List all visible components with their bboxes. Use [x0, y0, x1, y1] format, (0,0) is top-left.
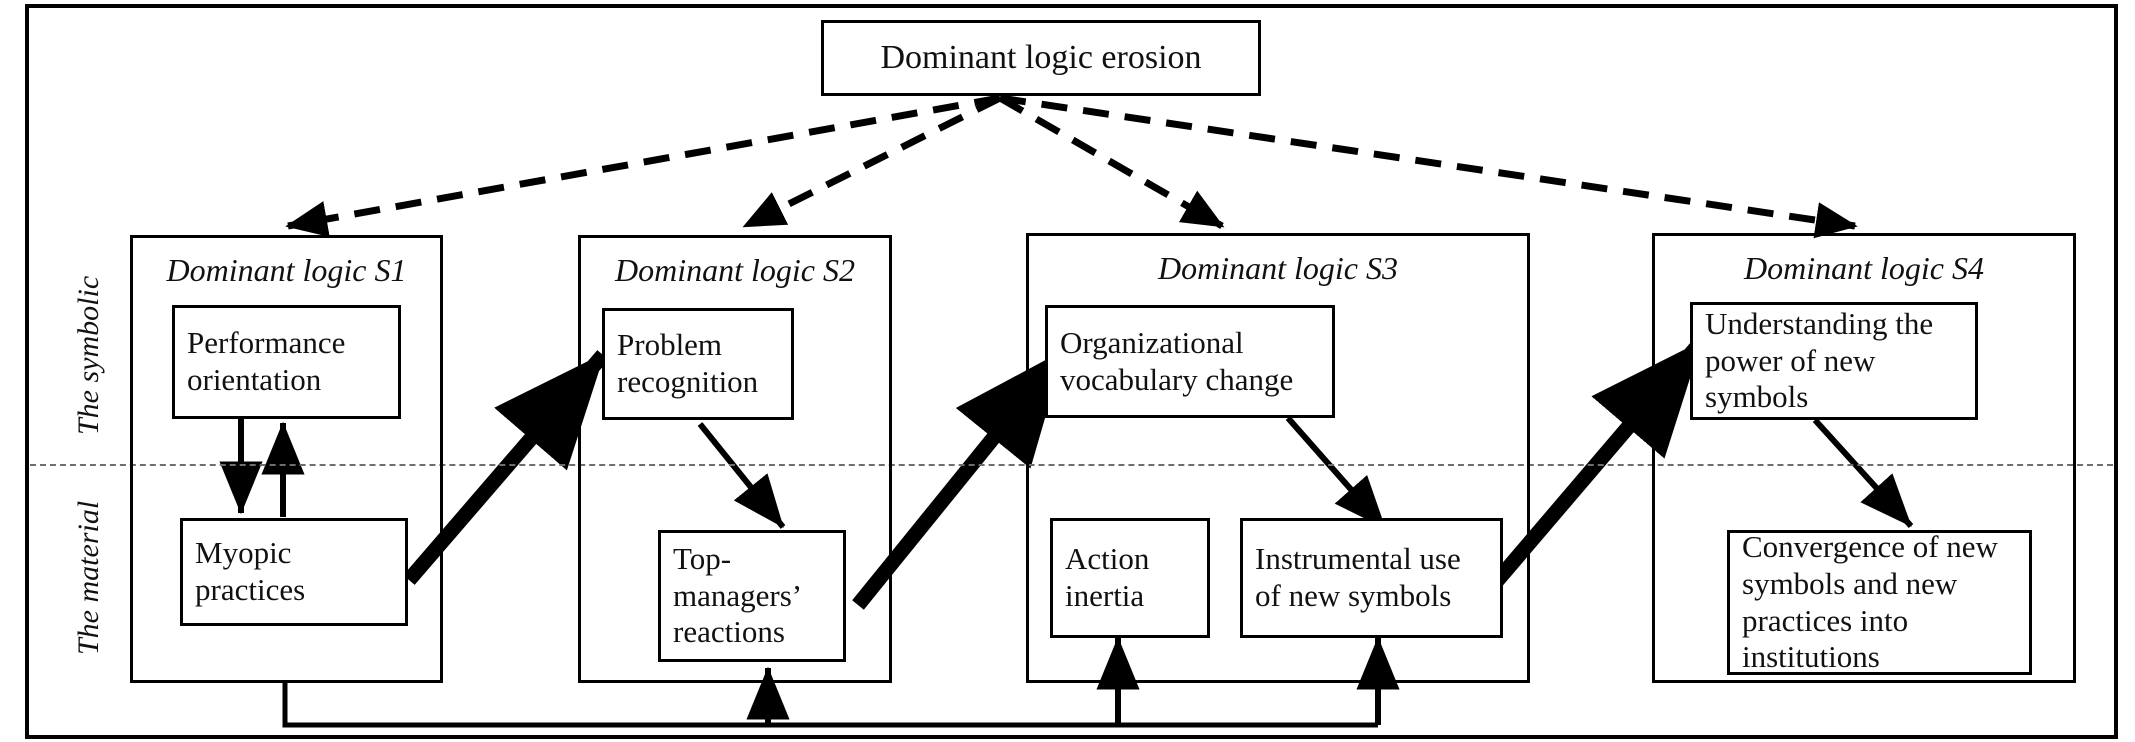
stage-title-s3: Dominant logic S3: [1158, 250, 1398, 286]
root-node-dominant-logic-erosion[interactable]: Dominant logic erosion: [821, 20, 1261, 96]
band-label-symbolic: The symbolic: [72, 275, 105, 435]
stage-container-s2[interactable]: Dominant logic S2: [578, 235, 892, 683]
stage-title-s4: Dominant logic S4: [1744, 250, 1984, 286]
node-understanding-power-of-new-symbols[interactable]: Understanding the power of new symbols: [1690, 302, 1978, 420]
stage-title-s1: Dominant logic S1: [166, 252, 407, 288]
node-organizational-vocabulary-change[interactable]: Organizational vocabulary change: [1045, 305, 1335, 418]
node-convergence-into-institutions[interactable]: Convergence of new symbols and new pract…: [1727, 529, 2032, 675]
node-myopic-practices[interactable]: Myopic practices: [180, 518, 408, 626]
node-top-managers-reactions[interactable]: Top-managers’ reactions: [658, 530, 846, 662]
band-label-material: The material: [72, 500, 105, 655]
node-action-inertia[interactable]: Action inertia: [1050, 518, 1210, 638]
stage-title-s2: Dominant logic S2: [615, 252, 855, 288]
node-problem-recognition[interactable]: Problem recognition: [602, 308, 794, 420]
stage-container-s1[interactable]: Dominant logic S1: [130, 235, 443, 683]
stage-container-s3[interactable]: Dominant logic S3: [1026, 233, 1530, 683]
stage-container-s4[interactable]: Dominant logic S4: [1652, 233, 2076, 683]
node-performance-orientation[interactable]: Performance orientation: [172, 305, 401, 419]
node-instrumental-use-of-new-symbols[interactable]: Instrumental use of new symbols: [1240, 518, 1503, 638]
symbolic-material-divider: [30, 464, 2113, 466]
